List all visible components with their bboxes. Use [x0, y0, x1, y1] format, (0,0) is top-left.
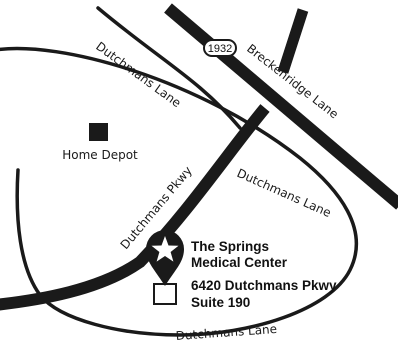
star-pin-icon [146, 230, 184, 286]
destination-address-line2: Suite 190 [191, 295, 250, 310]
home-depot-marker [89, 123, 108, 141]
destination-name-line1: The Springs [191, 239, 269, 254]
road-breckenridge-spur [277, 8, 309, 74]
building-footprint [153, 283, 177, 305]
route-shield-label: 1932 [208, 43, 232, 55]
label-dutchmans-lane-south: Dutchmans Lane [175, 322, 277, 343]
road-upper-segment [96, 6, 242, 130]
route-shield-1932: 1932 [203, 39, 237, 57]
road-breckenridge-lane [164, 3, 398, 210]
label-home-depot: Home Depot [62, 148, 138, 162]
destination-label: The Springs Medical Center 6420 Dutchman… [191, 239, 337, 310]
road-dutchmans-pkwy [0, 104, 270, 311]
label-dutchmans-lane-nw: Dutchmans Lane [93, 39, 183, 110]
destination-address-line1: 6420 Dutchmans Pkwy [191, 278, 337, 293]
destination-name-line2: Medical Center [191, 255, 288, 270]
